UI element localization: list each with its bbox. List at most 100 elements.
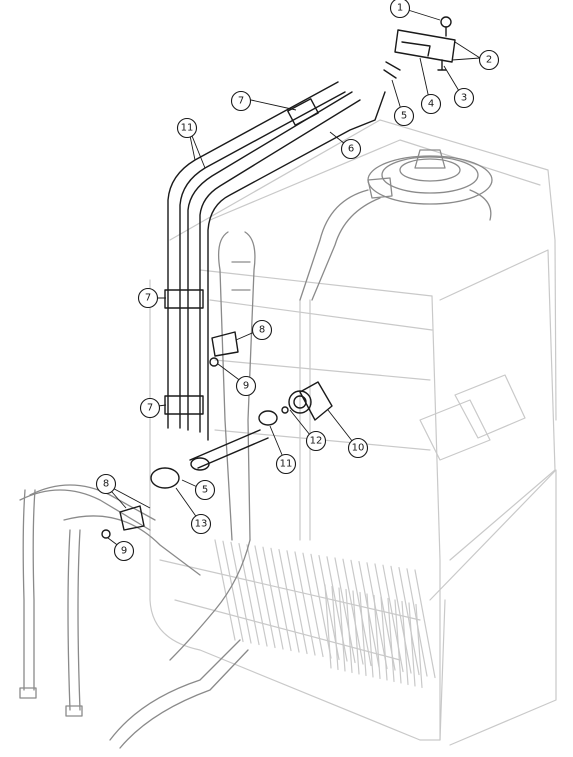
callout-12: 12	[305, 430, 327, 452]
grille-slat	[302, 552, 324, 658]
callout-number: 3	[461, 93, 467, 104]
callout-7: 7	[137, 287, 159, 309]
inlet-hoses	[19, 484, 249, 749]
grille-slat	[222, 540, 244, 643]
callout-number: 7	[145, 293, 151, 304]
callout-circle	[478, 49, 500, 71]
callout-13: 13	[190, 513, 212, 535]
callout-4: 4	[420, 93, 442, 115]
callout-circle	[453, 87, 475, 109]
grille-slat	[359, 591, 367, 677]
grille-slat	[324, 584, 332, 669]
grille-slat	[342, 558, 364, 665]
grille-slat	[382, 564, 404, 673]
callout-circle	[305, 430, 327, 452]
grille-slat	[338, 587, 346, 672]
callout-8: 8	[95, 473, 117, 495]
grille-slat	[278, 549, 300, 653]
callout-circle	[194, 479, 216, 501]
callout-number: 1	[397, 3, 403, 14]
grille-slat	[294, 551, 316, 656]
grille-slat	[398, 567, 420, 676]
callout-3: 3	[453, 87, 475, 109]
callout-circle	[139, 397, 161, 419]
callout-number: 12	[310, 436, 323, 447]
callout-number: 9	[121, 546, 127, 557]
callout-number: 8	[259, 325, 265, 336]
callout-11: 11	[176, 117, 198, 139]
callout-circle	[347, 437, 369, 459]
callout-number: 2	[486, 55, 492, 66]
callout-10: 10	[347, 437, 369, 459]
callout-number: 5	[401, 111, 407, 122]
callout-6: 6	[340, 138, 362, 160]
callout-11: 11	[275, 453, 297, 475]
callout-number: 8	[103, 479, 109, 490]
callout-5: 5	[393, 105, 415, 127]
callout-7: 7	[139, 397, 161, 419]
callout-5: 5	[194, 479, 216, 501]
grille-slat	[254, 545, 276, 649]
grille-slat	[326, 556, 348, 662]
grille-slat	[214, 539, 236, 641]
callout-circle	[95, 473, 117, 495]
callout-circle	[137, 287, 159, 309]
callout-number: 4	[428, 99, 434, 110]
callout-circle	[113, 540, 135, 562]
callout-2: 2	[478, 49, 500, 71]
callout-circle	[389, 0, 411, 19]
callout-1: 1	[389, 0, 411, 19]
callout-circle	[235, 375, 257, 397]
grille-slat	[334, 557, 356, 664]
drain-hose	[169, 231, 256, 661]
callout-number: 11	[181, 123, 194, 134]
vent-grille	[214, 539, 436, 689]
callout-7: 7	[230, 90, 252, 112]
callout-number: 6	[348, 144, 354, 155]
grille-slat	[394, 599, 402, 684]
callout-9: 9	[113, 540, 135, 562]
callout-number: 10	[352, 443, 365, 454]
grille-slat	[262, 546, 284, 650]
grille-slat	[401, 600, 409, 686]
grille-slat	[352, 590, 360, 675]
callout-circle	[420, 93, 442, 115]
callout-circle	[340, 138, 362, 160]
appliance-cabinet	[149, 119, 557, 746]
grille-slat	[230, 541, 252, 644]
bracket-assembly	[383, 16, 456, 79]
callout-circle	[176, 117, 198, 139]
grille-slat	[286, 550, 308, 655]
callout-9: 9	[235, 375, 257, 397]
grille-slat	[408, 602, 416, 687]
grille-slat	[366, 593, 374, 678]
grille-slat	[238, 543, 260, 646]
callout-circle	[230, 90, 252, 112]
grille-slat	[415, 603, 423, 689]
grille-slat	[387, 597, 395, 683]
sump-filter-assembly	[299, 149, 493, 301]
insulated-hose-pair	[164, 81, 386, 441]
grille-slat	[414, 569, 436, 679]
grille-slat	[390, 565, 412, 674]
callout-8: 8	[251, 319, 273, 341]
grille-slat	[246, 544, 268, 647]
callout-number: 7	[238, 96, 244, 107]
grille-slat	[270, 547, 292, 652]
grille-slat	[366, 562, 388, 670]
callout-number: 5	[202, 485, 208, 496]
callout-number: 7	[147, 403, 153, 414]
callout-circle	[190, 513, 212, 535]
grille-slat	[345, 588, 353, 674]
callout-number: 11	[280, 459, 293, 470]
grille-slat	[373, 594, 381, 680]
callout-circle	[275, 453, 297, 475]
grille-slat	[331, 585, 339, 671]
grille-slat	[380, 596, 388, 681]
callout-number: 13	[195, 519, 208, 530]
callout-circle	[393, 105, 415, 127]
callout-circle	[251, 319, 273, 341]
callout-number: 9	[243, 381, 249, 392]
